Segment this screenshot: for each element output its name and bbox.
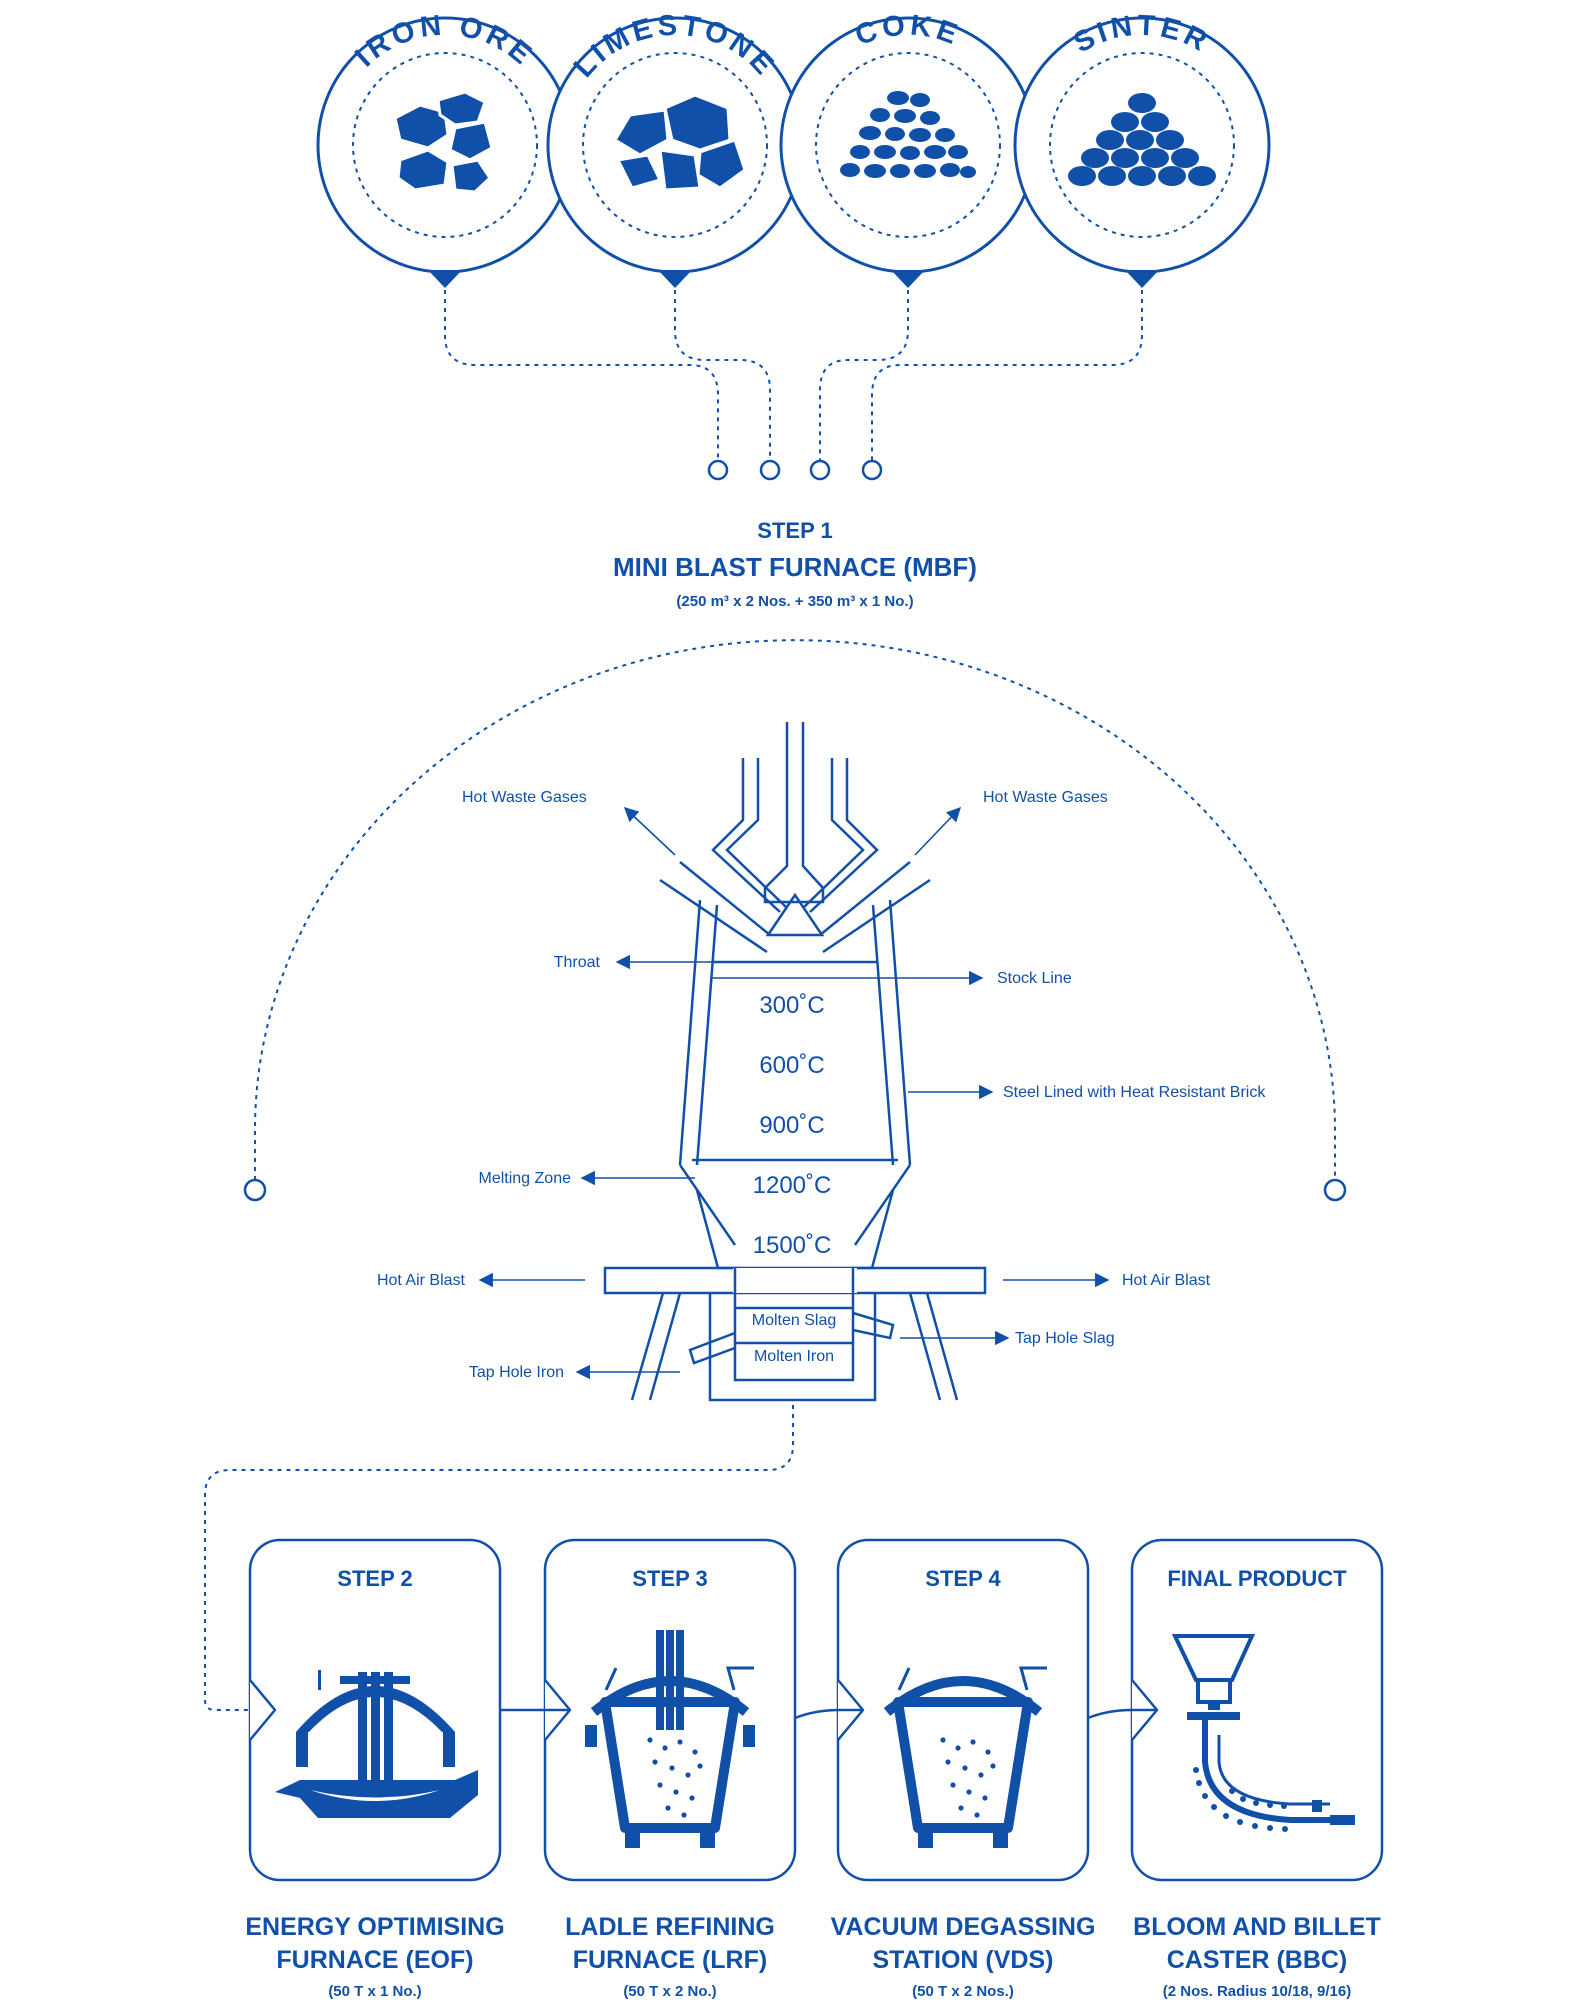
vds-name-line1: VACUUM DEGASSING bbox=[831, 1913, 1096, 1941]
hot-waste-gases-right-label: Hot Waste Gases bbox=[983, 789, 1108, 806]
eof-name-line2: FURNACE (EOF) bbox=[276, 1946, 473, 1974]
hot-waste-gases-left-label: Hot Waste Gases bbox=[462, 789, 587, 806]
step1-capacity: (250 m³ x 2 Nos. + 350 m³ x 1 No.) bbox=[676, 593, 913, 610]
bbc-name-line2: CASTER (BBC) bbox=[1167, 1946, 1348, 1974]
lrf-capacity: (50 T x 2 No.) bbox=[623, 1983, 716, 2000]
molten-slag-label: Molten Slag bbox=[752, 1312, 837, 1329]
temp-1200: 1200˚C bbox=[753, 1172, 832, 1199]
connector-end-nodes bbox=[707, 459, 883, 481]
lrf-icon bbox=[585, 1630, 755, 1848]
molten-iron-label: Molten Iron bbox=[754, 1348, 834, 1365]
temp-900: 900˚C bbox=[759, 1112, 824, 1139]
step2-label: STEP 2 bbox=[337, 1566, 412, 1591]
final-product-label: FINAL PRODUCT bbox=[1167, 1566, 1347, 1591]
melting-zone-label: Melting Zone bbox=[479, 1170, 572, 1187]
temp-1500: 1500˚C bbox=[753, 1232, 832, 1259]
tap-hole-slag-label: Tap Hole Slag bbox=[1015, 1330, 1115, 1347]
blast-furnace bbox=[603, 722, 987, 1402]
step4-label: STEP 4 bbox=[925, 1566, 1001, 1591]
bbc-capacity: (2 Nos. Radius 10/18, 9/16) bbox=[1163, 1983, 1351, 2000]
eof-capacity: (50 T x 1 No.) bbox=[328, 1983, 421, 2000]
vds-name-line2: STATION (VDS) bbox=[872, 1946, 1053, 1974]
stock-line-label: Stock Line bbox=[997, 970, 1072, 987]
recirculation-arc bbox=[254, 639, 1336, 1180]
temp-300: 300˚C bbox=[759, 992, 824, 1019]
sinter-icon bbox=[1068, 93, 1216, 186]
arc-node-left bbox=[243, 1178, 267, 1202]
step3-label: STEP 3 bbox=[632, 1566, 707, 1591]
lrf-name-line1: LADLE REFINING bbox=[565, 1913, 775, 1941]
step1-label: STEP 1 bbox=[757, 518, 832, 543]
bbc-icon bbox=[1171, 1634, 1355, 1832]
iron-ore-icon bbox=[393, 90, 494, 194]
raw-material-sinter bbox=[1013, 16, 1271, 288]
bbc-name-line1: BLOOM AND BILLET bbox=[1133, 1913, 1381, 1941]
coke-icon bbox=[840, 91, 976, 178]
lrf-name-line2: FURNACE (LRF) bbox=[573, 1946, 767, 1974]
hot-air-blast-right-label: Hot Air Blast bbox=[1122, 1272, 1211, 1289]
step1-title: MINI BLAST FURNACE (MBF) bbox=[613, 552, 977, 582]
vds-capacity: (50 T x 2 Nos.) bbox=[912, 1983, 1014, 2000]
eof-name-line1: ENERGY OPTIMISING bbox=[245, 1913, 504, 1941]
tap-hole-iron-label: Tap Hole Iron bbox=[469, 1364, 564, 1381]
furnace-callouts bbox=[478, 806, 1110, 1380]
hot-air-blast-left-label: Hot Air Blast bbox=[377, 1272, 466, 1289]
limestone-icon bbox=[612, 93, 747, 192]
flow-connectors bbox=[500, 1708, 1157, 1720]
raw-material-coke bbox=[779, 16, 1037, 288]
vds-icon bbox=[883, 1666, 1047, 1848]
raw-material-connectors bbox=[444, 290, 1143, 460]
throat-label: Throat bbox=[554, 954, 601, 971]
temp-600: 600˚C bbox=[759, 1052, 824, 1079]
arc-node-right bbox=[1323, 1178, 1347, 1202]
eof-icon bbox=[275, 1670, 478, 1818]
steel-lined-label: Steel Lined with Heat Resistant Brick bbox=[1003, 1084, 1266, 1101]
raw-material-iron-ore bbox=[316, 16, 574, 288]
